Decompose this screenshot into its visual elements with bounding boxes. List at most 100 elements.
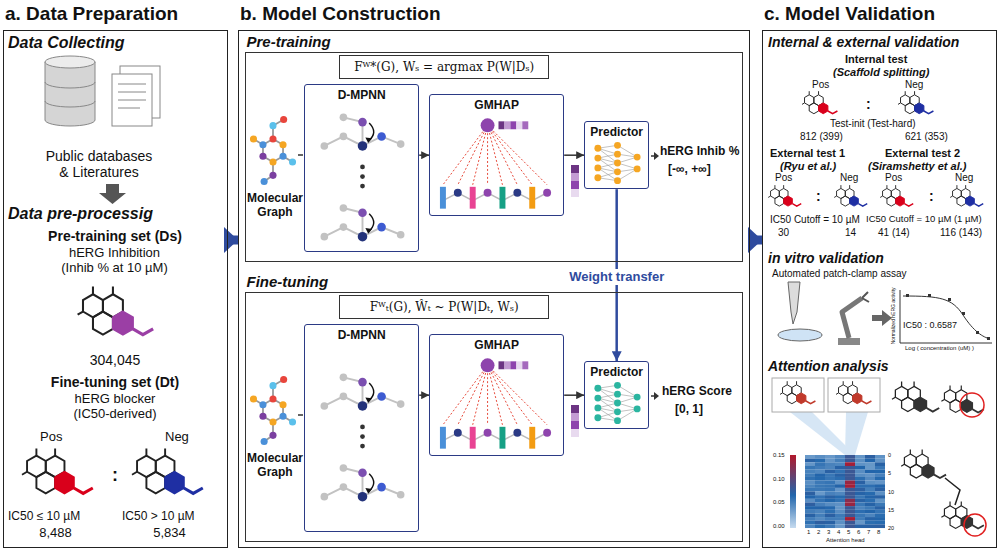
heatmap-cell bbox=[835, 517, 845, 521]
heatmap-cell bbox=[845, 462, 855, 466]
svg-path bbox=[842, 298, 862, 338]
label-text: Pos bbox=[812, 79, 829, 91]
heatmap-cell bbox=[865, 524, 875, 528]
heatmap-cell bbox=[825, 492, 835, 496]
svg-use bbox=[594, 382, 640, 424]
heatmap-cell bbox=[805, 481, 815, 485]
label-text: External test 2 bbox=[885, 147, 960, 160]
svg-use bbox=[440, 358, 551, 448]
svg-rect bbox=[838, 338, 860, 345]
heatmap-cell bbox=[805, 477, 815, 481]
node-heading: Fᵂ*(G), Wₛ = argmax P(W|Dₛ) bbox=[354, 60, 534, 74]
heatmap-cell bbox=[835, 455, 845, 459]
connector bbox=[564, 394, 584, 396]
label-text: Molecular Graph bbox=[244, 452, 306, 480]
heatmap-cell bbox=[855, 470, 865, 474]
label-text: Neg bbox=[905, 79, 923, 91]
label-text: 41 (14) bbox=[878, 227, 910, 239]
heatmap-cell bbox=[875, 499, 885, 503]
label-text: : bbox=[112, 465, 118, 486]
heatmap-cell bbox=[875, 521, 885, 525]
module-box: D-MPNN bbox=[304, 84, 419, 252]
heatmap-cell bbox=[875, 484, 885, 488]
heatmap-cell bbox=[825, 477, 835, 481]
label-text: hERG blocker (IC50-derived) bbox=[60, 392, 170, 422]
svg-use bbox=[78, 287, 154, 335]
heatmap-cell bbox=[825, 521, 835, 525]
svg-use bbox=[950, 185, 983, 206]
heatmap-cell bbox=[865, 455, 875, 459]
node-heading: Pre-training bbox=[247, 33, 331, 50]
label-text: hERG Inhibition (Inhib % at 10 µM) bbox=[52, 246, 177, 276]
label-text: [0, 1] bbox=[675, 403, 703, 417]
heatmap-cell bbox=[815, 466, 825, 470]
label-text: Internal & external validation bbox=[768, 34, 959, 50]
heatmap-cell bbox=[875, 517, 885, 521]
svg-use bbox=[132, 448, 203, 493]
heatmap-cell bbox=[825, 470, 835, 474]
heatmap-cell bbox=[865, 502, 875, 506]
label-text: Pos bbox=[775, 172, 792, 184]
heatmap-cell bbox=[815, 473, 825, 477]
heatmap-cell bbox=[835, 477, 845, 481]
heatmap-cell bbox=[835, 470, 845, 474]
label-text: hERG Score bbox=[662, 385, 732, 399]
heatmap-cell bbox=[855, 488, 865, 492]
label-text: 116 (143) bbox=[940, 227, 982, 239]
edge-label: Weight transfer bbox=[566, 269, 667, 285]
svg-use bbox=[880, 185, 913, 206]
heatmap-cell bbox=[815, 492, 825, 496]
heatmap-cell bbox=[805, 470, 815, 474]
svg-rect bbox=[928, 294, 931, 297]
label-text: Molecular Graph bbox=[244, 192, 306, 220]
heatmap-cell bbox=[815, 506, 825, 510]
label-text: 0.05 bbox=[773, 499, 785, 506]
heatmap-cell bbox=[815, 513, 825, 517]
svg-g bbox=[906, 294, 990, 340]
label-text: 2 bbox=[817, 529, 820, 536]
node-heading: GMHAP bbox=[474, 338, 519, 352]
label-text: IC50 : 0.6587 bbox=[903, 320, 957, 330]
label-text: 20 bbox=[888, 525, 894, 531]
heatmap-cell bbox=[865, 477, 875, 481]
heatmap-cell bbox=[805, 492, 815, 496]
label-text: (Scaffold splitting) bbox=[833, 66, 929, 79]
svg-use bbox=[898, 91, 933, 114]
label-text: : bbox=[929, 188, 934, 204]
heatmap-cell bbox=[825, 517, 835, 521]
heatmap-cell bbox=[805, 455, 815, 459]
label-text: 5 bbox=[847, 529, 850, 536]
heatmap-cell bbox=[855, 459, 865, 463]
heatmap-cell bbox=[845, 484, 855, 488]
label-text: 4 bbox=[837, 529, 840, 536]
svg-circle bbox=[960, 393, 984, 417]
heatmap-cell bbox=[835, 484, 845, 488]
connector bbox=[419, 154, 429, 156]
label-text: Log ( concentration (uM) ) bbox=[905, 345, 974, 352]
database-icon bbox=[45, 56, 95, 126]
heatmap-cell bbox=[835, 481, 845, 485]
heatmap-cell bbox=[825, 513, 835, 517]
heatmap-cell bbox=[835, 495, 845, 499]
heatmap-cell bbox=[835, 466, 845, 470]
svg-path bbox=[788, 282, 800, 324]
node-heading: GMHAP bbox=[474, 98, 519, 112]
stage-box: Fine-tuningFᵂₜ(G), Ŵₜ ~ P(W|Dₜ, Wₛ)D-MPN… bbox=[245, 292, 743, 542]
label-text: Pos bbox=[885, 172, 902, 184]
svg-path bbox=[903, 296, 990, 339]
svg-rect bbox=[112, 74, 152, 126]
svg-rect bbox=[948, 298, 951, 301]
label-text: Public databases & Literatures bbox=[40, 148, 158, 180]
heatmap-cell bbox=[825, 524, 835, 528]
module-box: GMHAP bbox=[429, 334, 564, 456]
heatmap-cell bbox=[845, 521, 855, 525]
label-text: (Siramshetty et al.) bbox=[868, 160, 966, 173]
heatmap-cell bbox=[855, 499, 865, 503]
label-text: 14 bbox=[845, 227, 856, 239]
heatmap-cell bbox=[815, 455, 825, 459]
heatmap-cell bbox=[835, 510, 845, 514]
heatmap-cell bbox=[855, 506, 865, 510]
svg-use bbox=[802, 91, 837, 114]
heatmap-cell bbox=[825, 488, 835, 492]
node-heading: Predictor bbox=[590, 125, 643, 139]
